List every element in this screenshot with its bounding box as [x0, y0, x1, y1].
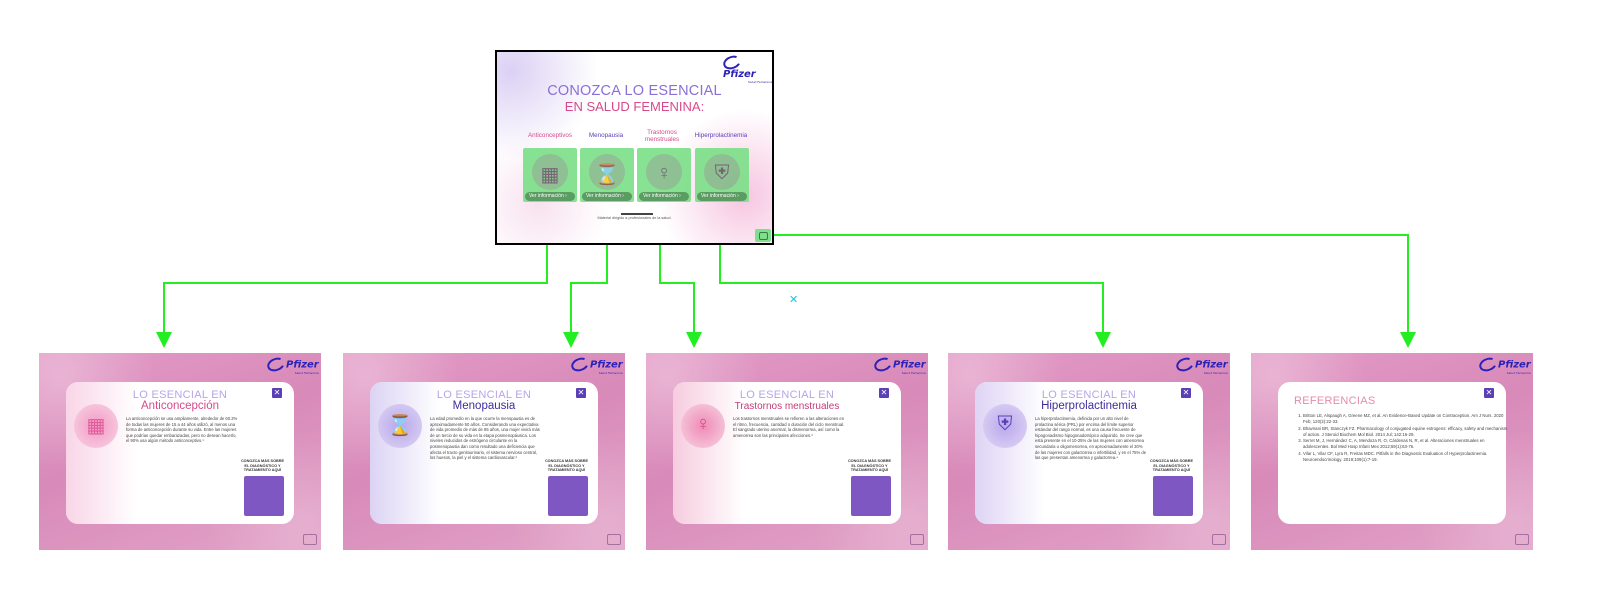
qr-code[interactable] [244, 476, 284, 516]
references-title: REFERENCIAS [1294, 395, 1376, 407]
slide-heading: Anticoncepción [141, 400, 219, 412]
keyboard-icon[interactable] [607, 534, 621, 545]
ver-informacion-button-4[interactable]: Ver información › [697, 192, 747, 201]
keyboard-icon[interactable] [303, 534, 317, 545]
category-label-menopausia: Menopausia [588, 132, 624, 139]
close-button[interactable]: ✕ [576, 388, 586, 398]
connector-hiperprolactinemia [719, 198, 1111, 348]
slide-heading-prefix: LO ESENCIAL EN [1041, 389, 1137, 401]
main-subtitle: EN SALUD FEMENINA: [564, 99, 705, 114]
pills-calendar-icon: ▦ [74, 404, 118, 448]
reference-item: Bhavnani BR, Stanczyk FZ. Pharmacology o… [1303, 426, 1508, 439]
slide-heading: Hiperprolactinemia [1041, 400, 1137, 412]
ver-informacion-button-2[interactable]: Ver información › [582, 192, 632, 201]
qr-code[interactable] [1153, 476, 1193, 516]
slide-body: La edad promedio en la que ocurre la men… [430, 416, 540, 461]
connector-anticoncepcion [156, 198, 548, 348]
hourglass-icon: ⌛ [594, 164, 620, 186]
connector-referencias [774, 234, 1416, 348]
shield-brain-icon: ⛨ [983, 404, 1027, 448]
keyboard-icon[interactable] [1515, 534, 1529, 545]
slide-body: La hiperprolactinemia, definida por un a… [1035, 416, 1147, 461]
info-card [66, 382, 294, 524]
reference-item: Vilar L, Vilar CF, Lyra R, Freitas MDC. … [1303, 451, 1508, 464]
slide-body: La anticoncepción se usa ampliamente, al… [126, 416, 238, 444]
info-card [673, 382, 901, 524]
category-label-trastornos: Trastornos menstruales [644, 129, 680, 143]
qr-code[interactable] [548, 476, 588, 516]
main-slide: Pfizer Salud Femenina CONOZCA LO ESENCIA… [495, 50, 774, 245]
close-button[interactable]: ✕ [879, 388, 889, 398]
uterus-icon: ♀ [656, 162, 672, 184]
reference-item: Serret M, J, Hernández C, A, Mendoza R, … [1303, 438, 1508, 451]
main-title: CONOZCA LO ESENCIAL [547, 83, 722, 99]
references-button[interactable] [755, 229, 771, 242]
references-list: Britton LE, Alspaugh A, Greene MZ, et al… [1295, 413, 1508, 463]
qr-code[interactable] [851, 476, 891, 516]
close-button[interactable]: ✕ [1181, 388, 1191, 398]
slide-heading: Menopausia [452, 400, 516, 412]
cta-text: CONOZCA MÁS SOBRE EL DIAGNÓSTICO Y TRATA… [847, 459, 892, 473]
pills-calendar-icon: ▦ [540, 164, 560, 186]
keyboard-icon[interactable] [1212, 534, 1226, 545]
main-footer: Material dirigido a profesionales de la … [597, 216, 672, 220]
pfizer-logo: Pfizer Salud Femenina [721, 53, 772, 84]
info-card [1278, 382, 1506, 524]
cursor-marker: ✕ [789, 294, 799, 306]
cta-text: CONOZCA MÁS SOBRE EL DIAGNÓSTICO Y TRATA… [544, 459, 589, 473]
ver-informacion-button-1[interactable]: Ver información › [525, 192, 575, 201]
keyboard-icon[interactable] [910, 534, 924, 545]
category-label-anticonceptivos: Anticonceptivos [527, 132, 573, 139]
close-button[interactable]: ✕ [1484, 388, 1494, 398]
slide-body: Los trastornos menstruales se refieren a… [733, 416, 845, 438]
slide-heading-prefix: LO ESENCIAL EN [436, 389, 532, 401]
uterus-icon: ♀ [681, 404, 725, 448]
cta-text: CONOZCA MÁS SOBRE EL DIAGNÓSTICO Y TRATA… [240, 459, 285, 473]
hourglass-icon: ⌛ [378, 404, 422, 448]
slide-heading-prefix: LO ESENCIAL EN [739, 389, 835, 401]
category-label-hiperprolactinemia: Hiperprolactinemia [694, 132, 748, 139]
reference-item: Britton LE, Alspaugh A, Greene MZ, et al… [1303, 413, 1508, 426]
close-button[interactable]: ✕ [272, 388, 282, 398]
ver-informacion-button-3[interactable]: Ver información › [639, 192, 689, 201]
slide-heading-prefix: LO ESENCIAL EN [132, 389, 228, 401]
shield-brain-icon: ⛨ [714, 162, 730, 184]
footer-divider [621, 213, 653, 215]
slide-heading: Trastornos menstruales [734, 401, 840, 412]
cta-text: CONOZCA MÁS SOBRE EL DIAGNÓSTICO Y TRATA… [1149, 459, 1194, 473]
tile-anticonceptivos[interactable]: ▦ [523, 148, 577, 202]
